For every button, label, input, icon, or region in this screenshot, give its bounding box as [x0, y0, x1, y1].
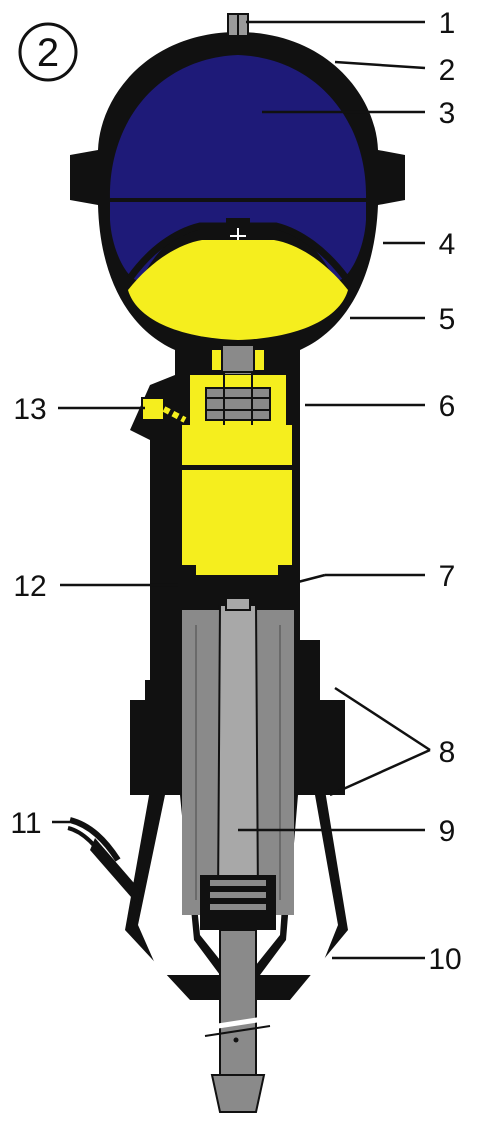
- figure-number-badge: 2: [18, 22, 78, 82]
- callout-labels: 1 2 3 4 5 6 7 8 9 10 11 12 13: [10, 7, 461, 976]
- tool-bushing: [200, 875, 276, 930]
- callout-1: 1: [439, 7, 456, 40]
- callout-8: 8: [439, 736, 456, 769]
- oil-chamber-upper: [128, 240, 348, 340]
- callout-3: 3: [439, 97, 456, 130]
- chisel-tool: [204, 929, 271, 1113]
- callout-7: 7: [439, 560, 456, 593]
- charge-valve: [227, 13, 249, 37]
- callout-12: 12: [13, 570, 46, 603]
- figure-number: 2: [37, 31, 59, 75]
- callout-2: 2: [439, 54, 456, 87]
- leader-lines: [52, 20, 431, 960]
- hydraulic-hose: [67, 817, 140, 905]
- callout-10: 10: [428, 943, 461, 976]
- oil-chamber-cylinder: [182, 425, 292, 575]
- callout-11: 11: [10, 807, 41, 840]
- callout-9: 9: [439, 815, 456, 848]
- callout-13: 13: [13, 393, 46, 426]
- callout-4: 4: [439, 228, 456, 261]
- callout-5: 5: [439, 303, 456, 336]
- callout-6: 6: [439, 390, 456, 423]
- percussion-piston: [182, 597, 294, 915]
- control-valve: [190, 344, 286, 433]
